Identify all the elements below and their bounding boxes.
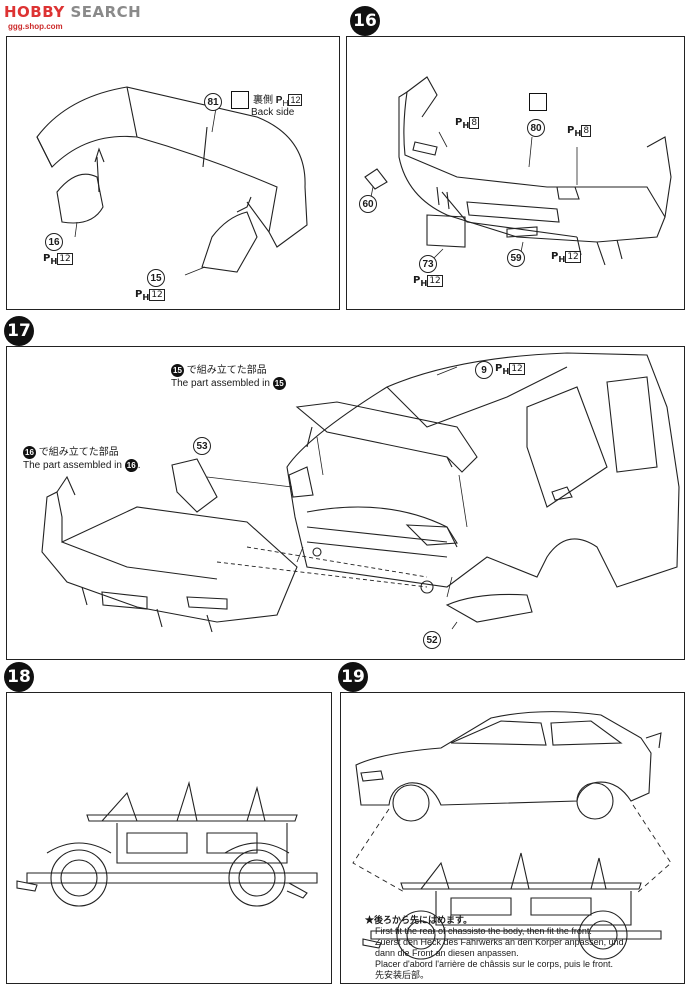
assembly-15-note-jp: 15 で組み立てた部品 — [171, 361, 267, 377]
assembly-15-note-en: The part assembled in 15 — [171, 377, 286, 390]
step-18-marker: 18 — [4, 662, 34, 692]
watermark-logo: HOBBY SEARCH — [4, 3, 142, 21]
chassis-drawing — [16, 780, 318, 907]
part-80-badge: 80 — [527, 119, 545, 137]
note-line-zh: 先安装后部。 — [375, 970, 430, 980]
note-line-jp: ★後ろから先にはめます。 — [365, 915, 473, 925]
panel-step-18 — [6, 692, 332, 984]
spoiler-drawing — [36, 86, 308, 276]
part-16-badge: 16 — [45, 233, 63, 251]
part-59-badge: 59 — [507, 249, 525, 267]
panel-step-17: 15 で組み立てた部品 The part assembled in 15 9 P… — [6, 346, 685, 660]
step-17-marker: 17 — [4, 316, 34, 346]
body-fit-drawing — [352, 711, 672, 960]
watermark-site: ggg.shop.com — [8, 22, 63, 31]
note-line-fr: Placer d'abord l'arrière de châssis sur … — [375, 959, 614, 969]
part-73-badge: 73 — [419, 255, 437, 273]
part-52-badge: 52 — [423, 631, 441, 649]
note-line-en: First fit the rear of chassisto the body… — [375, 926, 592, 936]
back-side-note-en: Back side — [251, 107, 295, 118]
part-60-badge: 60 — [359, 195, 377, 213]
assembly-16-note-jp: 16 で組み立てた部品 — [23, 443, 119, 459]
assembly-16-note-en: The part assembled in 16. — [23, 459, 141, 472]
rear-bumper-drawing — [364, 76, 672, 266]
note-line-de-1: Zuerst den Heck des Fahrwerks an den Kör… — [375, 937, 624, 947]
step-19-marker: 19 — [338, 662, 368, 692]
back-side-icon-16 — [529, 93, 547, 111]
rear-assembly-drawing — [41, 352, 680, 633]
part-15-badge: 15 — [147, 269, 165, 287]
fit-instructions: ★後ろから先にはめます。 First fit the rear of chass… — [365, 915, 624, 981]
part-81-badge: 81 — [204, 93, 222, 111]
back-side-icon — [231, 91, 249, 109]
part-9-badge: 9 — [475, 361, 493, 379]
note-line-de-2: dann die Front an diesen anpassen. — [375, 948, 519, 958]
step-16-marker: 16 — [350, 6, 380, 36]
part-53-badge: 53 — [193, 437, 211, 455]
panel-step-19: ★後ろから先にはめます。 First fit the rear of chass… — [340, 692, 685, 984]
